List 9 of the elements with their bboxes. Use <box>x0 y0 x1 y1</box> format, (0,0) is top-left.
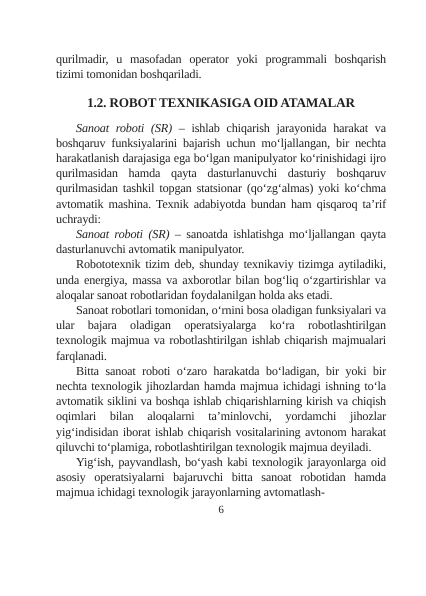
paragraph: Robototexnik tizim deb, shunday texnikaviy tizimga aytiladiki, unda energiya, massa va axborotlar bilan bog‘liq o‘zgartirishlar va aloqalar sanoat robotlaridan foydalanilgan holda aks etadi. <box>56 257 386 304</box>
section-heading: 1.2. ROBOT TEXNIKASIGA OID ATAMALAR <box>86 95 356 111</box>
paragraph: Yig‘ish, payvandlash, bo‘yash kabi texnologik jarayonlarga oid asosiy operatsiyalarni bajaruvchi bitta sanoat robotidan hamda majmua ichidagi texnologik jarayonlarning avtomatlash- <box>56 455 386 501</box>
paragraph: Sanoat robotlari tomonidan, o‘rnini bosa oladigan funksiyalari va ular bajara oladigan operatsiyalarga ko‘ra robotlashtirilgan texnologik majmua va robotlashtirilgan ishlab chiqarish majmualari farqlanadi. <box>56 303 386 364</box>
paragraph: Bitta sanoat roboti o‘zaro harakatda bo‘ladigan, bir yoki bir nechta texnologik jihozlardan hamda majmua ichidagi ishning to‘la avtomatik siklini va boshqa ishlab chiqarishlarning kirish va chiqish oqimlari bilan aloqalarni ta’minlovchi, yordamchi jihozlar yig‘indisidan iborat ishlab chiqarish vositalarining avtonom harakat qiluvchi to‘plamiga, robotlashtirilgan texnologik majmua deyiladi. <box>56 364 386 456</box>
page-number: 6 <box>217 504 225 516</box>
paragraph: Sanoat roboti (SR) – ishlab chiqarish jarayonida harakat va boshqaruv funksiyalarini bajarish uchun mo‘ljallangan, bir nechta harakatlanish darajasiga ega bo‘lgan manipulyator ko‘rinishidagi ijro qurilmasidan hamda qayta dasturlanuvchi dasturiy boshqaruv qurilmasidan tashkil topgan statsionar (qo‘zg‘almas) yoki ko‘chma avtomatik mashina. Texnik adabiyotda bundan ham qisqaroq ta’rif uchraydi: <box>56 120 386 228</box>
paragraph: qurilmadir, u masofadan operator yoki programmali boshqarish tizimi tomonidan boshqariladi. <box>56 52 386 82</box>
paragraph: Sanoat roboti (SR) – sanoatda ishlatishga mo‘ljallangan qayta dasturlanuvchi avtomatik manipulyator. <box>56 227 386 258</box>
